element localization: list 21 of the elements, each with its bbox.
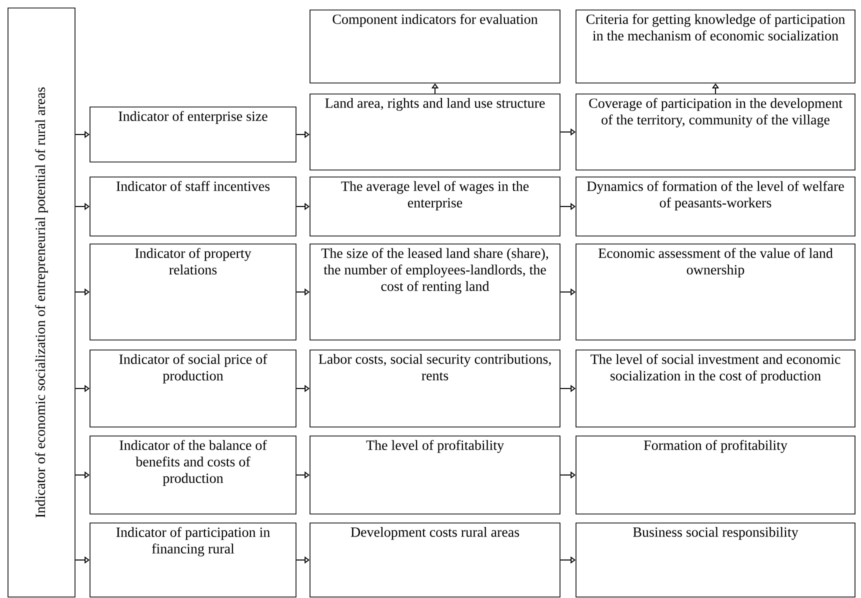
description-box: Development costs rural areas: [310, 522, 560, 598]
indicator-box: Indicator of property relations: [90, 244, 296, 340]
header-box: Component indicators for evaluation: [310, 10, 560, 84]
indicator-box: Indicator of social price of production: [90, 350, 296, 428]
description-box: Dynamics of formation of the level of welfare of peasants-workers: [576, 176, 856, 236]
label-box: Indicator of economic socialization of entrepreneurial potential of rural areas: [8, 8, 76, 598]
description-box: The level of social investment and economic socialization in the cost of production: [576, 350, 856, 428]
description-box: Labor costs, social security contributions, rents: [310, 350, 560, 428]
header-box: Criteria for getting knowledge of participation in the mechanism of economic socialization: [576, 10, 856, 84]
description-box: Business social responsibility: [576, 522, 856, 598]
description-box: Formation of profitability: [576, 436, 856, 514]
description-box: The level of profitability: [310, 436, 560, 514]
indicator-box: Indicator of staff incentives: [90, 176, 296, 236]
indicator-box: Indicator of the balance of benefits and costs of production: [90, 436, 296, 514]
description-box: The average level of wages in the enterprise: [310, 176, 560, 236]
description-box: Land area, rights and land use structure: [310, 94, 560, 170]
description-box: Economic assessment of the value of land ownership: [576, 244, 856, 340]
indicator-box: Indicator of participation in financing rural: [90, 522, 296, 598]
indicator-box: Indicator of enterprise size: [90, 106, 296, 162]
description-box: Coverage of participation in the development of the territory, community of the village: [576, 94, 856, 170]
description-box: The size of the leased land share (share), the number of employees-landlords, the cost of renting land: [310, 244, 560, 340]
